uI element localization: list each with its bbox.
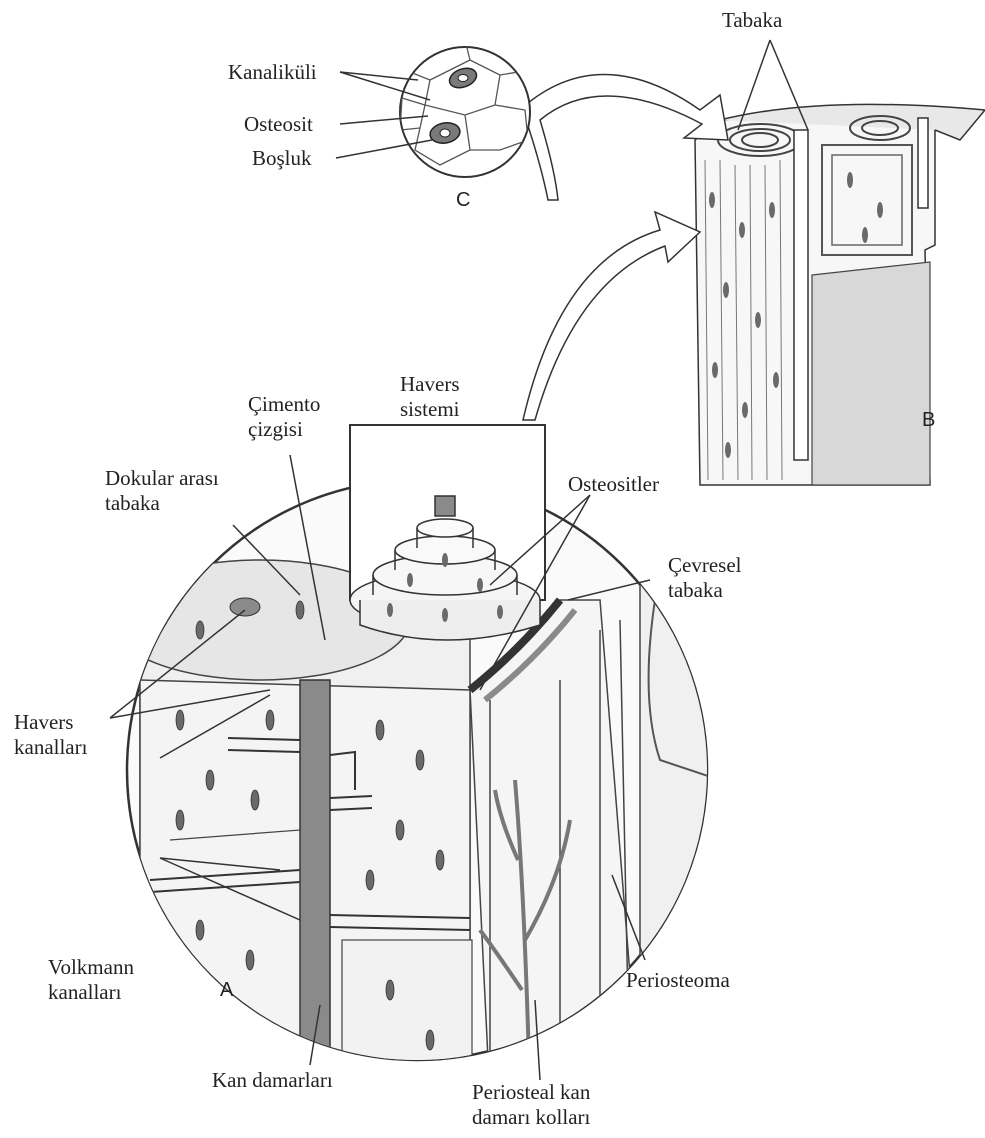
label-osteositler: Osteositler <box>568 472 659 497</box>
label-dokular-arasi-tabaka: Dokular arası tabaka <box>105 466 219 516</box>
panel-c-magnified-osteocyte <box>400 40 530 177</box>
panel-label-c: C <box>456 188 470 213</box>
label-havers-sistemi: Havers sistemi <box>400 372 460 422</box>
label-havers-kanallari: Havers kanalları <box>14 710 87 760</box>
label-periosteoma: Periosteoma <box>626 968 730 993</box>
label-tabaka: Tabaka <box>722 8 782 33</box>
label-osteosit: Osteosit <box>244 112 313 137</box>
label-kan-damarlari: Kan damarları <box>212 1068 333 1093</box>
label-volkmann-kanallari: Volkmann kanalları <box>48 955 134 1005</box>
label-bosluk: Boşluk <box>252 146 312 171</box>
panel-label-a: A <box>220 978 233 1003</box>
label-kanalikuli: Kanaliküli <box>228 60 317 85</box>
panel-label-b: B <box>922 408 935 433</box>
label-cimento-cizgisi: Çimento çizgisi <box>248 392 320 442</box>
havers-system-box <box>350 425 545 640</box>
label-cevresel-tabaka: Çevresel tabaka <box>668 553 741 603</box>
panel-b-bone-block <box>695 104 985 485</box>
label-periosteal-kan-damari-kollari: Periosteal kan damarı kolları <box>472 1080 590 1130</box>
